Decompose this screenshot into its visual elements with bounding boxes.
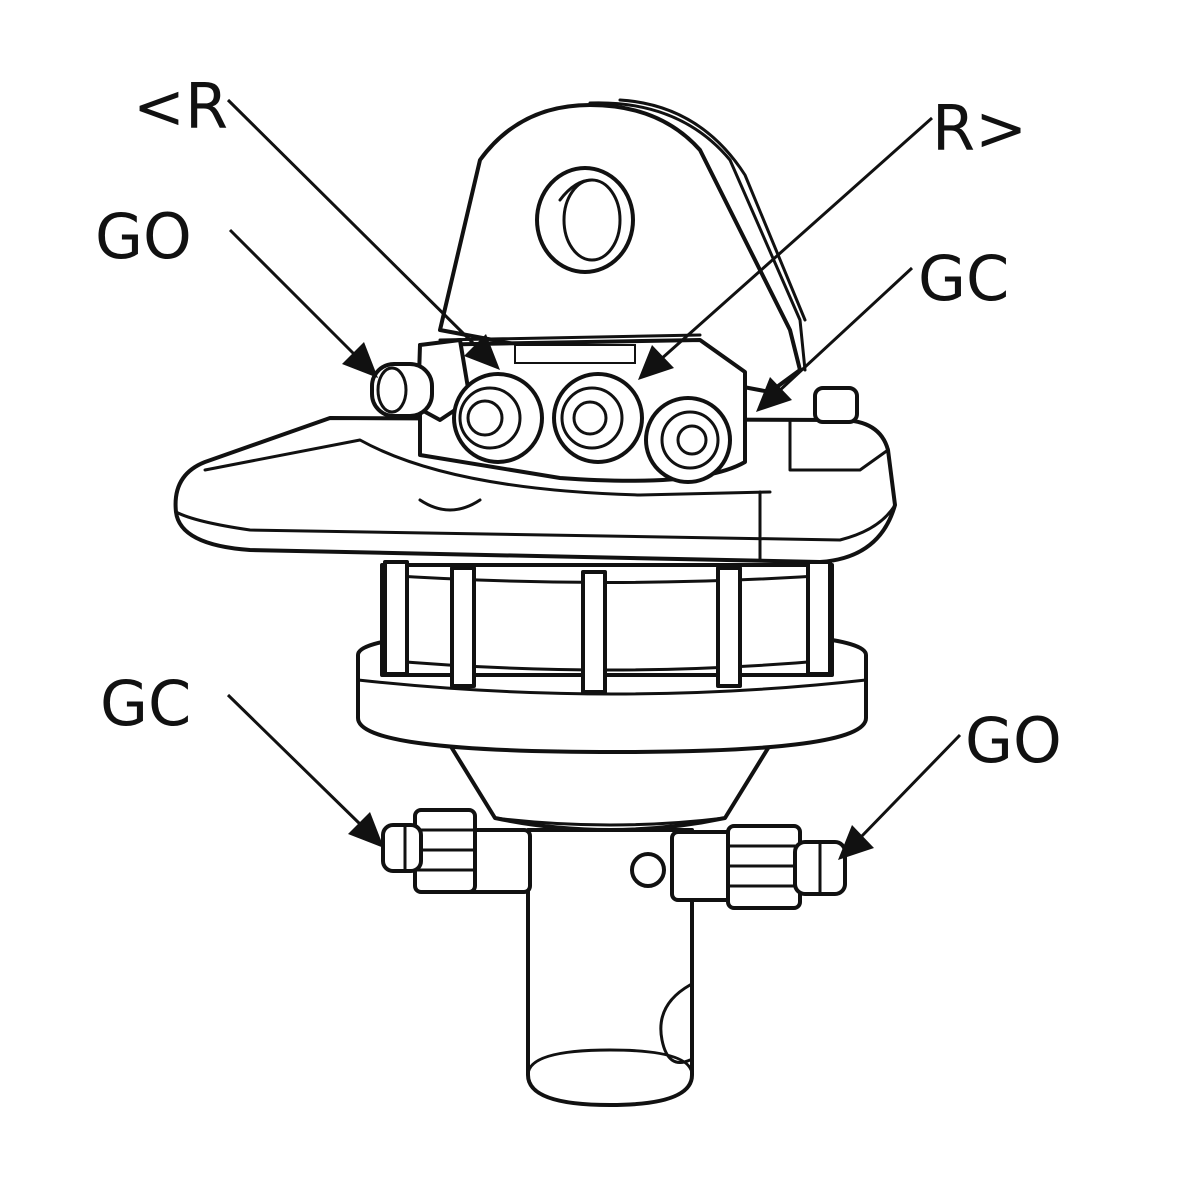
label-r-right: R> — [932, 92, 1027, 165]
leader-r-left — [226, 98, 500, 370]
lower-fitting-left — [381, 808, 532, 894]
leader-go-top — [228, 228, 378, 378]
leader-gc-top — [756, 266, 914, 412]
upper-port-r-right — [552, 372, 644, 464]
leader-go-bottom — [838, 733, 962, 860]
upper-port-gc — [644, 396, 732, 484]
label-gc-top: GC — [918, 242, 1009, 315]
cone — [448, 743, 772, 832]
upper-port-r-left — [452, 372, 544, 464]
lower-fitting-right — [630, 824, 847, 910]
leader-gc-bottom — [226, 693, 384, 848]
label-r-left: <R — [133, 70, 228, 143]
motor-cylinder — [380, 560, 834, 694]
label-go-top: GO — [95, 200, 192, 273]
label-gc-bottom: GC — [100, 667, 191, 740]
lower-shaft — [526, 828, 694, 1107]
label-go-bottom: GO — [965, 704, 1062, 777]
lug — [438, 98, 807, 394]
leader-r-right — [638, 116, 933, 380]
